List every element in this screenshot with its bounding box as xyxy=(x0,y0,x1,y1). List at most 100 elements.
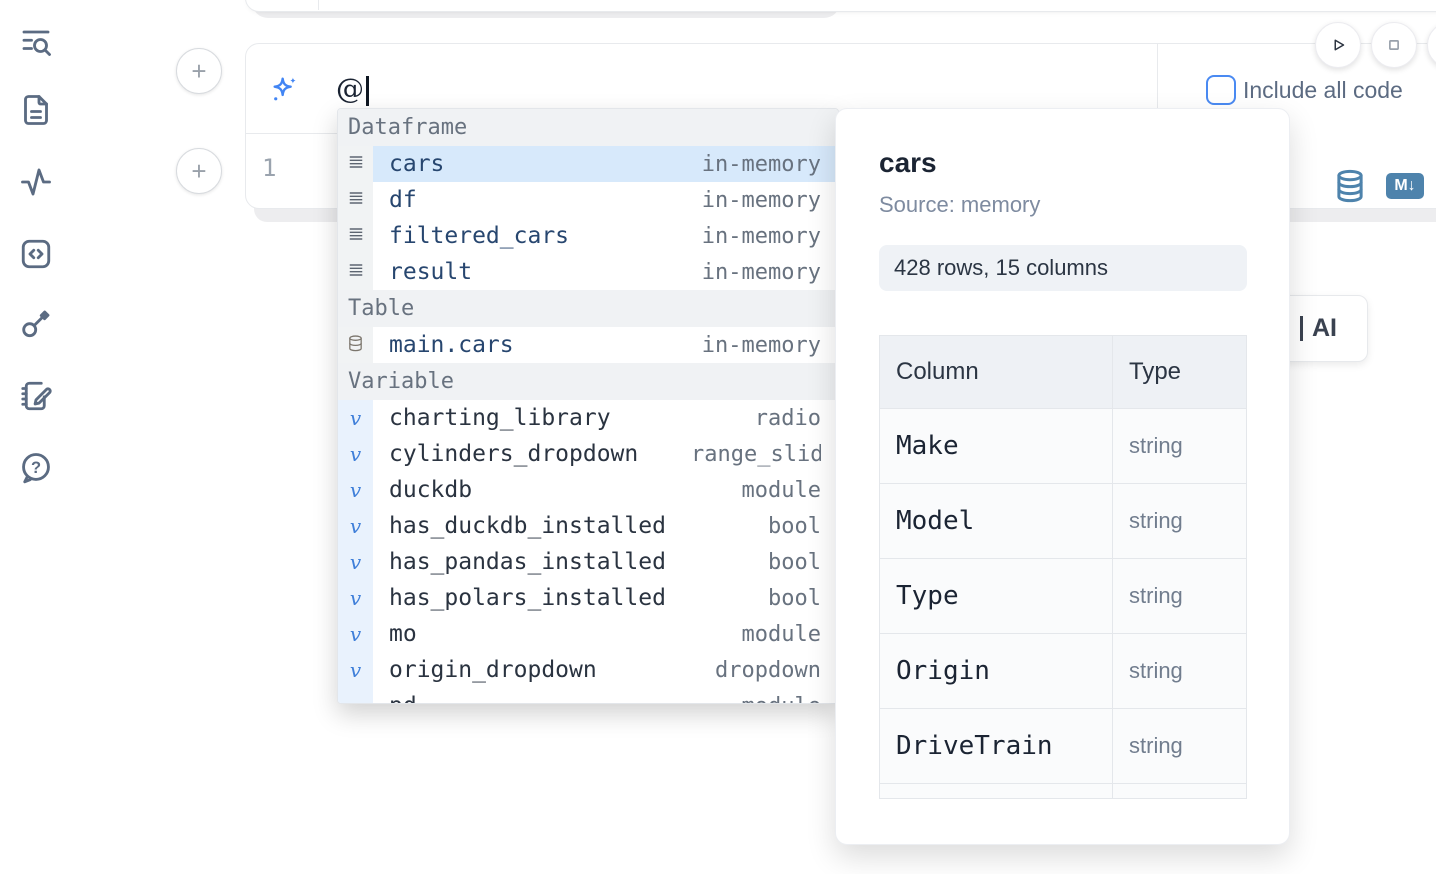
variable-icon: v xyxy=(349,478,362,502)
code-block-icon[interactable] xyxy=(18,236,56,274)
text-caret xyxy=(366,76,369,106)
item-name: has_duckdb_installed xyxy=(389,513,666,539)
add-cell-button-bottom[interactable]: + xyxy=(176,148,222,194)
datasource-icon[interactable] xyxy=(1334,169,1366,203)
item-main: has_duckdb_installed bool xyxy=(373,508,838,544)
ai-button-label: AI xyxy=(1312,314,1337,342)
item-name: filtered_cars xyxy=(389,223,570,249)
variable-icon: v xyxy=(349,406,362,430)
autocomplete-item-pd[interactable]: v pdmodule xyxy=(338,688,838,704)
item-main: cars in-memory xyxy=(373,146,838,182)
item-icon-gutter: v xyxy=(338,580,373,616)
include-all-code-checkbox[interactable] xyxy=(1206,75,1236,105)
notebook-edit-icon[interactable] xyxy=(18,378,56,416)
item-icon-gutter: v xyxy=(338,508,373,544)
schema-header-column: Column xyxy=(896,358,979,385)
help-icon[interactable]: ? xyxy=(18,450,56,488)
item-icon-gutter xyxy=(338,254,373,290)
item-icon-gutter xyxy=(338,146,373,182)
autocomplete-item-has_duckdb_installed[interactable]: v has_duckdb_installed bool xyxy=(338,508,838,544)
previous-cell-divider xyxy=(318,0,319,10)
list-search-icon[interactable] xyxy=(18,23,56,61)
schema-column-type: string xyxy=(1129,508,1183,533)
item-icon-gutter xyxy=(338,327,373,363)
ai-prompt-input[interactable]: @ xyxy=(336,72,364,105)
item-name: has_polars_installed xyxy=(389,585,666,611)
item-name: result xyxy=(389,259,473,285)
add-cell-button-top[interactable]: + xyxy=(176,48,222,94)
ai-sparkle-icon xyxy=(268,74,300,106)
item-icon-gutter: v xyxy=(338,544,373,580)
run-cell-button[interactable] xyxy=(1315,22,1361,68)
dataframe-icon xyxy=(346,152,366,176)
item-name: origin_dropdown xyxy=(389,657,597,683)
schema-row-Type: Type string xyxy=(880,559,1246,634)
item-name: duckdb xyxy=(389,477,473,503)
variable-icon: v xyxy=(349,550,362,574)
item-name: cars xyxy=(389,151,445,177)
item-name: df xyxy=(389,187,417,213)
schema-column-type: string xyxy=(1129,733,1183,758)
item-type: in-memory xyxy=(701,151,821,177)
schema-column-name: DriveTrain xyxy=(896,731,1053,761)
activity-icon[interactable] xyxy=(18,164,56,202)
item-main: pdmodule xyxy=(373,688,838,704)
schema-column-type: string xyxy=(1129,433,1183,458)
stop-button[interactable] xyxy=(1371,22,1417,68)
clipped-letter-fragment xyxy=(1299,316,1303,341)
item-type: bool xyxy=(768,513,821,539)
schema-column-type: string xyxy=(1129,583,1183,608)
autocomplete-item-df[interactable]: df in-memory xyxy=(338,182,838,218)
schema-header-type: Type xyxy=(1129,358,1182,385)
autocomplete-dropdown: Dataframe cars in-memory df in-memory filtere… xyxy=(337,108,839,704)
variable-icon: v xyxy=(350,694,361,703)
item-name: main.cars xyxy=(389,332,514,358)
variable-icon: v xyxy=(349,622,362,646)
item-type: bool xyxy=(768,585,821,611)
schema-header-row: Column Type xyxy=(880,336,1246,409)
schema-column-name: Type xyxy=(896,581,959,611)
document-icon[interactable] xyxy=(18,92,56,130)
popup-title: cars xyxy=(879,147,937,178)
popup-summary-badge: 428 rows, 15 columns xyxy=(879,245,1247,291)
item-name: cylinders_dropdown xyxy=(389,441,639,467)
prompt-divider-vertical xyxy=(1157,43,1158,133)
popup-source: Source: memory xyxy=(879,192,1041,217)
item-type: in-memory xyxy=(701,187,821,213)
variable-icon: v xyxy=(349,586,362,610)
item-icon-gutter: v xyxy=(338,688,373,703)
item-name: mo xyxy=(389,621,417,647)
item-icon-gutter xyxy=(338,218,373,254)
autocomplete-section-header: Table xyxy=(338,290,838,327)
variable-icon: v xyxy=(349,658,362,682)
dataframe-icon xyxy=(346,188,366,212)
dataframe-detail-popup: cars Source: memory 428 rows, 15 columns… xyxy=(835,108,1290,845)
item-icon-gutter: v xyxy=(338,616,373,652)
markdown-icon[interactable]: M↓ xyxy=(1386,173,1424,199)
autocomplete-item-cars[interactable]: cars in-memory xyxy=(338,146,838,182)
autocomplete-section-header: Dataframe xyxy=(338,109,838,146)
item-type: module xyxy=(691,694,821,704)
autocomplete-item-has_polars_installed[interactable]: v has_polars_installed bool xyxy=(338,580,838,616)
key-icon[interactable] xyxy=(18,306,56,344)
